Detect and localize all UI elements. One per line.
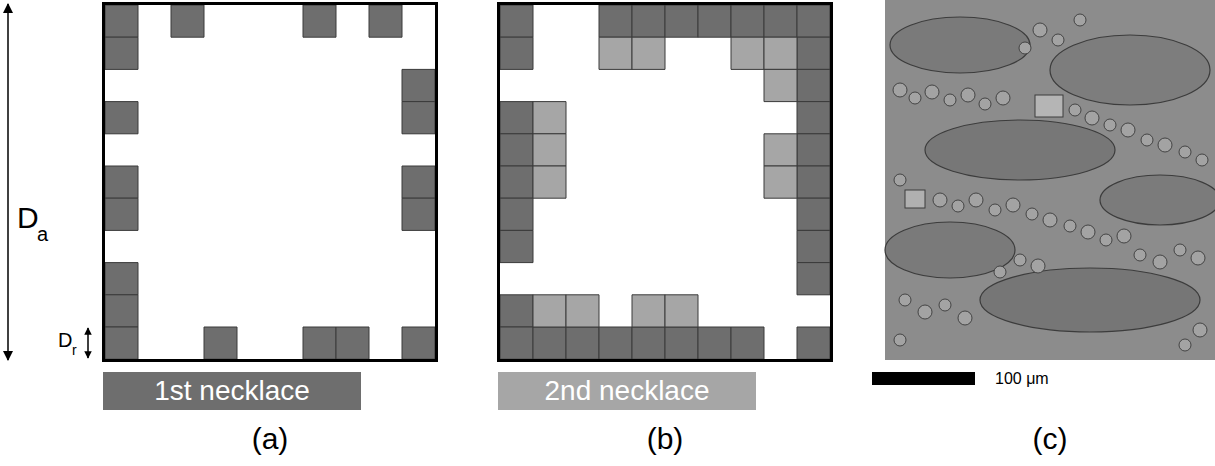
dimension-subscript: a — [37, 224, 48, 244]
band-label: 2nd necklace — [544, 375, 709, 407]
grain-outline — [104, 4, 437, 361]
micrograph — [885, 0, 1215, 360]
first-necklace-grains — [105, 5, 435, 359]
necklace-band: 1st necklace — [103, 372, 361, 410]
grain-outline — [499, 4, 832, 361]
panel-label: (c) — [1033, 424, 1068, 454]
second-necklace-grains — [500, 5, 830, 359]
scale-bar — [872, 372, 975, 385]
grain-size-arrow — [7, 4, 9, 360]
dimension-symbol: D — [17, 203, 39, 233]
dimension-symbol: D — [58, 330, 72, 350]
scale-label: 100 μm — [995, 371, 1049, 387]
panel-label: (b) — [647, 424, 684, 454]
grain-size-arrow — [87, 328, 89, 358]
panel-label: (a) — [252, 424, 289, 454]
necklace-band: 2nd necklace — [498, 372, 756, 410]
band-label: 1st necklace — [154, 375, 310, 407]
dimension-subscript: r — [72, 343, 77, 357]
